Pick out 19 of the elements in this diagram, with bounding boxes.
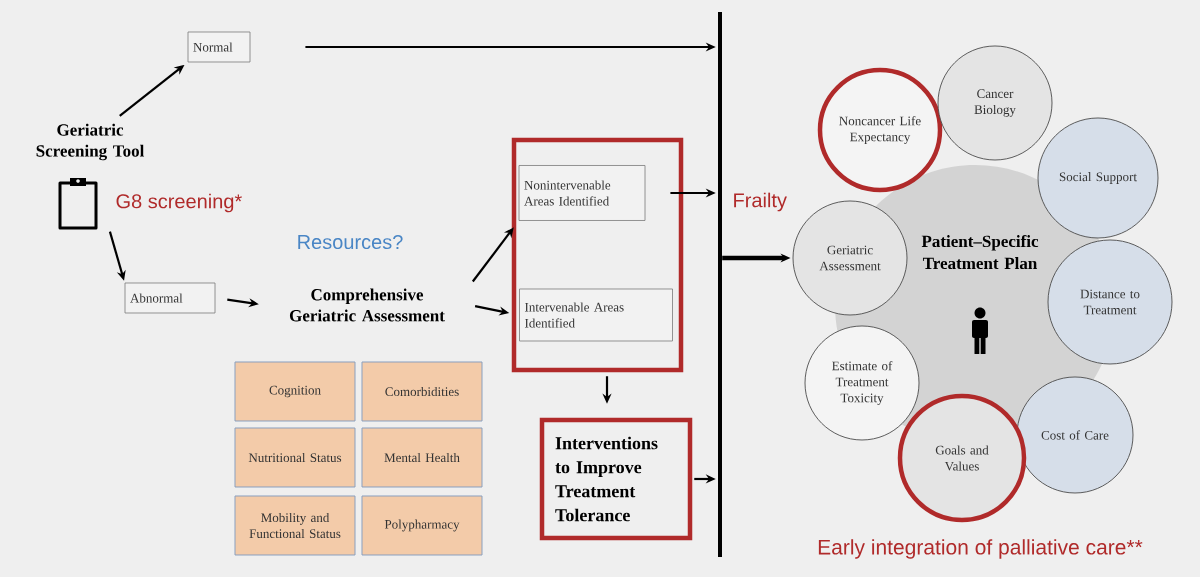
domain-box: Polypharmacy xyxy=(361,495,483,556)
domain-box: Cognition xyxy=(234,361,356,422)
heading-text: Geriatric Screening Tool xyxy=(36,123,145,161)
process-box: Normal xyxy=(187,31,251,63)
heading-text: Comprehensive Geriatric Assessment xyxy=(289,288,445,322)
highlight-frame xyxy=(511,137,684,373)
note-text: Resources? xyxy=(298,234,403,250)
note-text: Early integration of palliative care** xyxy=(818,539,1143,559)
vertical-bar xyxy=(718,12,787,557)
side-label: Frailty xyxy=(734,192,787,212)
domain-box: Nutritional Status xyxy=(234,427,356,488)
domain-box: Mobility and Functional Status xyxy=(234,495,356,556)
domain-box: Mental Health xyxy=(361,427,483,488)
process-box: Intervenable Areas Identified xyxy=(519,288,673,342)
process-box: Nonintervenable Areas Identified xyxy=(518,165,646,221)
process-box: Abnormal xyxy=(124,282,216,314)
domain-box: Comorbidities xyxy=(361,361,483,422)
highlight-box: Interventions to Improve Treatment Tolerance xyxy=(539,417,693,541)
note-text: G8 screening* xyxy=(116,193,242,213)
